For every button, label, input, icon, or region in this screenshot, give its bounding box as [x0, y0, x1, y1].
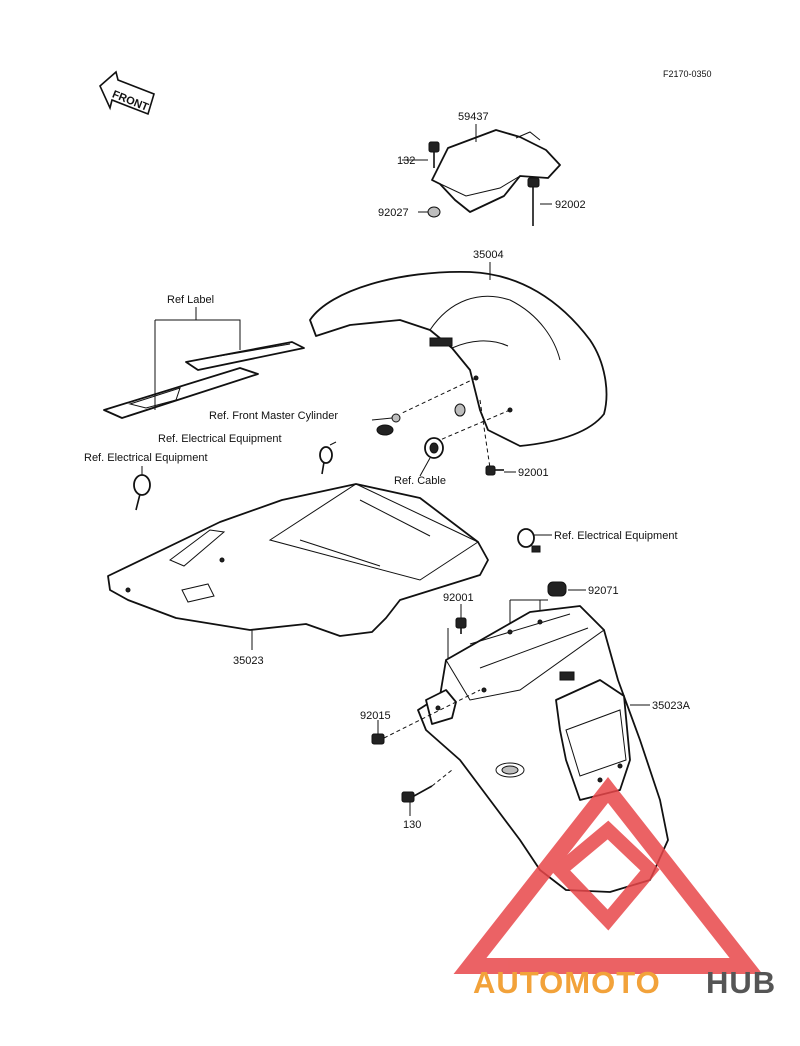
- watermark-text-secondary: HUB: [706, 965, 776, 1000]
- watermark-triangle-icon: [453, 777, 763, 974]
- watermark-inner-icon: [549, 820, 660, 931]
- guide-line-2: [439, 409, 511, 441]
- guide-line-6: [431, 769, 453, 787]
- cable-clamp-icon: [424, 437, 444, 459]
- part-132-label: 132: [397, 155, 415, 167]
- wire-clamp-1-icon: [319, 446, 333, 475]
- bolt-132-icon: [428, 141, 440, 168]
- part-92027-label: 92027: [378, 207, 409, 219]
- front-fender-35004: [309, 271, 608, 447]
- watermark-text-primary: AUTOMOTO: [473, 965, 661, 1000]
- guide-line-5: [383, 689, 481, 739]
- front-arrow-label: FRONT: [110, 89, 150, 114]
- bracket-icon: [425, 689, 457, 725]
- grommet-92071-icon: [547, 581, 567, 597]
- part-92015-label: 92015: [360, 710, 391, 722]
- leader-ref-cable: [419, 457, 431, 477]
- leader-ref-label: [154, 319, 241, 410]
- ref-label-stickers: [103, 341, 305, 419]
- cover-59437: [431, 129, 561, 213]
- ref-front-master-cylinder: Ref. Front Master Cylinder: [209, 410, 338, 422]
- watermark-logo: [453, 777, 763, 974]
- grommet-icon: [454, 403, 466, 417]
- bolt-92001-upper-icon: [485, 465, 504, 476]
- part-130-label: 130: [403, 819, 421, 831]
- bolt-130-icon: [401, 785, 433, 803]
- part-92002-label: 92002: [555, 199, 586, 211]
- ref-label-text: Ref Label: [167, 294, 214, 306]
- leader-ref-elec-1: [329, 441, 337, 446]
- rear-fender-35023A: [417, 605, 669, 893]
- wire-clamp-2-icon: [133, 474, 151, 511]
- front-arrow-icon: FRONT: [99, 70, 155, 116]
- ref-electrical-3: Ref. Electrical Equipment: [554, 530, 678, 542]
- washer-92027-icon: [427, 206, 441, 218]
- wire-clamp-3-icon: [517, 528, 541, 553]
- guide-line-3: [479, 399, 491, 469]
- ref-cable: Ref. Cable: [394, 475, 446, 487]
- part-35023A-label: 35023A: [652, 700, 691, 712]
- bolt-92002-icon: [527, 177, 540, 226]
- ref-electrical-1: Ref. Electrical Equipment: [158, 433, 282, 445]
- ref-electrical-2: Ref. Electrical Equipment: [84, 452, 208, 464]
- part-59437-label: 59437: [458, 111, 489, 123]
- figure-code: F2170-0350: [663, 69, 712, 79]
- part-92001-upper-label: 92001: [518, 467, 549, 479]
- part-92001-lower-label: 92001: [443, 592, 474, 604]
- rear-fender-inner-35023: [107, 483, 489, 637]
- guide-line-1: [399, 377, 477, 415]
- bolt-92001-lower-icon: [455, 617, 467, 634]
- hose-clip-icon: [376, 413, 401, 436]
- nut-92015-icon: [371, 733, 385, 745]
- part-35023-label: 35023: [233, 655, 264, 667]
- part-35004-label: 35004: [473, 249, 504, 261]
- leader-ref-master-cylinder: [371, 417, 393, 421]
- part-92071-label: 92071: [588, 585, 619, 597]
